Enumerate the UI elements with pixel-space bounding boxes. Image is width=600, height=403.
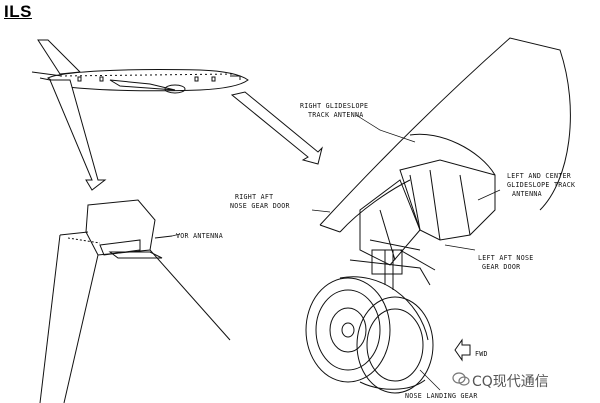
pointer-arrow-tail <box>49 79 107 191</box>
nose-gear-structure <box>349 159 496 290</box>
label-vor-antenna: VOR ANTENNA <box>176 232 223 240</box>
label-right-glideslope-2: TRACK ANTENNA <box>308 111 364 119</box>
nose-wheels <box>305 276 434 394</box>
label-left-center-2: GLIDESLOPE TRACK <box>507 181 575 189</box>
label-right-aft-door-2: NOSE GEAR DOOR <box>230 202 290 210</box>
label-right-aft-door-1: RIGHT AFT <box>235 193 273 201</box>
label-left-center-3: ANTENNA <box>512 190 542 198</box>
label-nose-landing-gear: NOSE LANDING GEAR <box>405 392 478 400</box>
label-fwd: FWD <box>475 350 488 358</box>
pointer-arrow-nose <box>230 91 323 165</box>
label-left-aft-door-1: LEFT AFT NOSE <box>478 254 534 262</box>
nose-fuselage <box>319 37 571 233</box>
fwd-arrow <box>454 338 471 362</box>
leader-lines <box>171 114 501 391</box>
wechat-icon <box>452 372 470 386</box>
label-left-center-1: LEFT AND CENTER <box>507 172 571 180</box>
label-left-aft-door-2: GEAR DOOR <box>482 263 520 271</box>
label-right-glideslope-1: RIGHT GLIDESLOPE <box>300 102 368 110</box>
page-title: ILS <box>4 2 32 21</box>
watermark: CQ现代通信 <box>472 374 549 390</box>
vertical-stabilizer <box>39 199 231 403</box>
airplane-illustration <box>31 39 249 94</box>
